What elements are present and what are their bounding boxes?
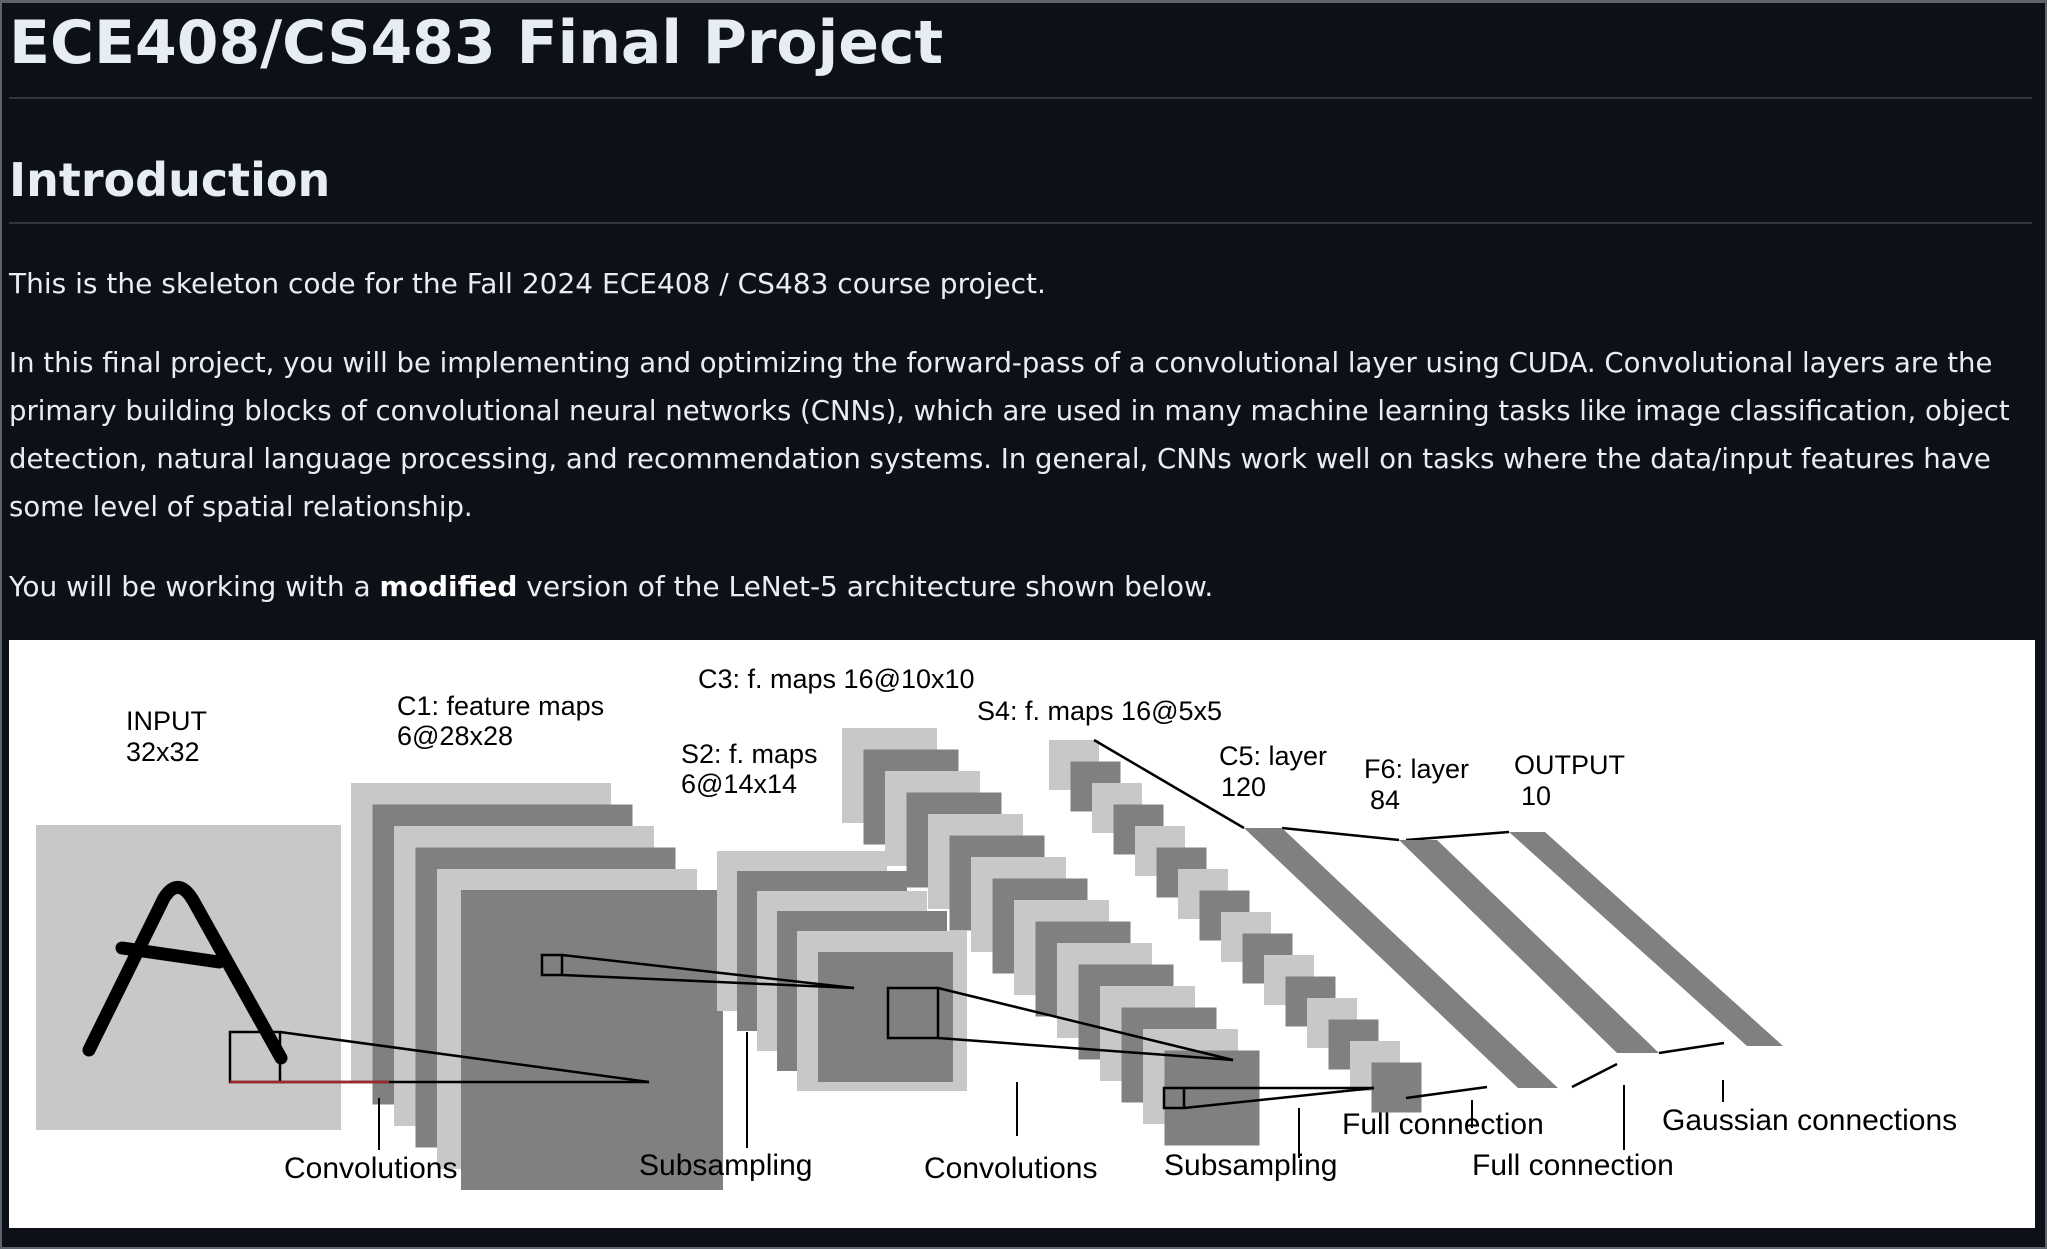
section-heading-introduction: Introduction (9, 153, 331, 207)
diagram-labels: INPUT 32x32 C1: feature maps 6@28x28 S2:… (126, 664, 1957, 1185)
intro-paragraph-3-emphasis: modified (379, 570, 518, 603)
c5-band (1244, 828, 1558, 1088)
f6-size-label: 84 (1370, 785, 1400, 815)
op-subsampling-2: Subsampling (1164, 1149, 1337, 1182)
f6-label: F6: layer (1364, 754, 1469, 784)
op-gaussian-connections: Gaussian connections (1662, 1104, 1957, 1137)
page-title: ECE408/CS483 Final Project (9, 8, 944, 78)
input-image (36, 825, 341, 1130)
c1-label: C1: feature maps (397, 691, 604, 721)
op-convolutions-2: Convolutions (924, 1152, 1097, 1185)
output-label: OUTPUT (1514, 750, 1625, 780)
intro-paragraph-2: In this final project, you will be imple… (9, 347, 2010, 523)
s4-map-16 (1371, 1062, 1422, 1113)
c1-size-label: 6@28x28 (397, 721, 513, 751)
c5-size-label: 120 (1221, 772, 1266, 802)
input-size-label: 32x32 (126, 737, 200, 767)
receptive-field-lines (228, 738, 1725, 1110)
input-glyph-a (82, 881, 288, 1065)
operation-tick-marks (378, 1032, 1724, 1158)
output-size-label: 10 (1521, 781, 1551, 811)
intro-paragraph-1: This is the skeleton code for the Fall 2… (9, 267, 1046, 300)
lenet5-architecture-figure: INPUT 32x32 C1: feature maps 6@28x28 S2:… (9, 640, 2035, 1228)
feature-map-stack (36, 728, 1422, 1190)
s2-size-label: 6@14x14 (681, 769, 797, 799)
f6-band (1399, 840, 1659, 1053)
title-divider (9, 97, 2032, 99)
intro-paragraph-3-tail: version of the LeNet-5 architecture show… (517, 570, 1214, 603)
op-full-connection-1: Full connection (1342, 1108, 1544, 1141)
s2-map-6 (818, 952, 953, 1082)
dense-layers (1244, 828, 1783, 1088)
c3-map-16 (1164, 1050, 1260, 1146)
intro-paragraph-3: You will be working with a modified vers… (9, 563, 2029, 611)
c3-label: C3: f. maps 16@10x10 (698, 664, 975, 694)
c1-map-6 (461, 890, 723, 1190)
op-full-connection-2: Full connection (1472, 1149, 1674, 1182)
section-divider (9, 222, 2032, 224)
intro-paragraph-3-lead: You will be working with a (9, 570, 380, 603)
c5-label: C5: layer (1219, 741, 1327, 771)
op-convolutions-1: Convolutions (284, 1152, 457, 1185)
output-band (1509, 832, 1783, 1046)
op-subsampling-1: Subsampling (639, 1149, 812, 1182)
s2-label: S2: f. maps (681, 739, 818, 769)
s4-label: S4: f. maps 16@5x5 (977, 696, 1222, 726)
lenet5-diagram: INPUT 32x32 C1: feature maps 6@28x28 S2:… (36, 664, 1957, 1190)
input-label: INPUT (126, 706, 207, 736)
